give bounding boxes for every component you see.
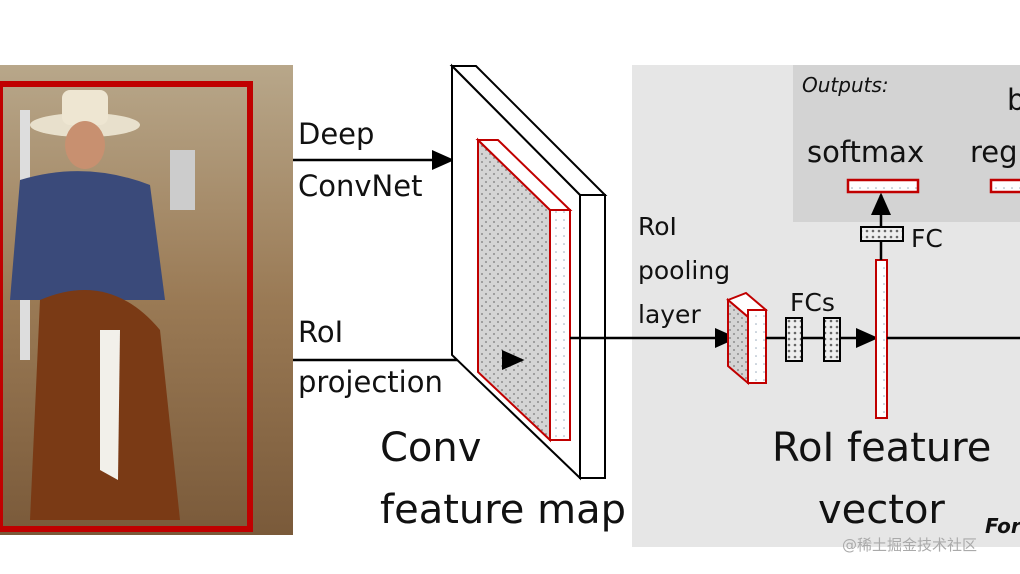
fc-layer-1 xyxy=(785,317,803,362)
fc-softmax xyxy=(860,226,904,242)
label-roi: RoI xyxy=(298,315,344,349)
label-softmax: softmax xyxy=(807,135,925,169)
label-roi-pool-2: pooling xyxy=(638,256,731,285)
label-fc: FC xyxy=(911,224,943,253)
softmax-output xyxy=(846,178,920,194)
fc-layer-2 xyxy=(823,317,841,362)
label-projection: projection xyxy=(298,365,443,399)
label-b-partial: b xyxy=(1007,83,1020,117)
input-image xyxy=(0,65,293,535)
label-roi-pool-3: layer xyxy=(638,300,701,329)
label-for-partial: For xyxy=(985,514,1020,538)
label-deep: Deep xyxy=(298,117,375,151)
label-roi-feature: RoI feature xyxy=(772,425,992,471)
outputs-panel xyxy=(793,65,1020,222)
label-vector: vector xyxy=(818,487,945,533)
label-reg-partial: reg xyxy=(970,135,1018,169)
roi-box xyxy=(0,81,253,532)
roi-pooling-output xyxy=(726,291,768,386)
label-convnet: ConvNet xyxy=(298,169,423,203)
label-roi-pool-1: RoI xyxy=(638,212,677,241)
cowboy-figure xyxy=(10,90,180,520)
watermark: @稀土掘金技术社区 xyxy=(842,536,978,554)
label-conv: Conv xyxy=(380,425,482,471)
roi-feature-vector xyxy=(875,259,888,419)
conv-feature-map xyxy=(449,63,608,481)
label-outputs: Outputs: xyxy=(802,73,889,97)
label-fcs: FCs xyxy=(790,288,835,317)
regressor-output xyxy=(989,178,1020,194)
label-feature-map: feature map xyxy=(380,487,626,533)
